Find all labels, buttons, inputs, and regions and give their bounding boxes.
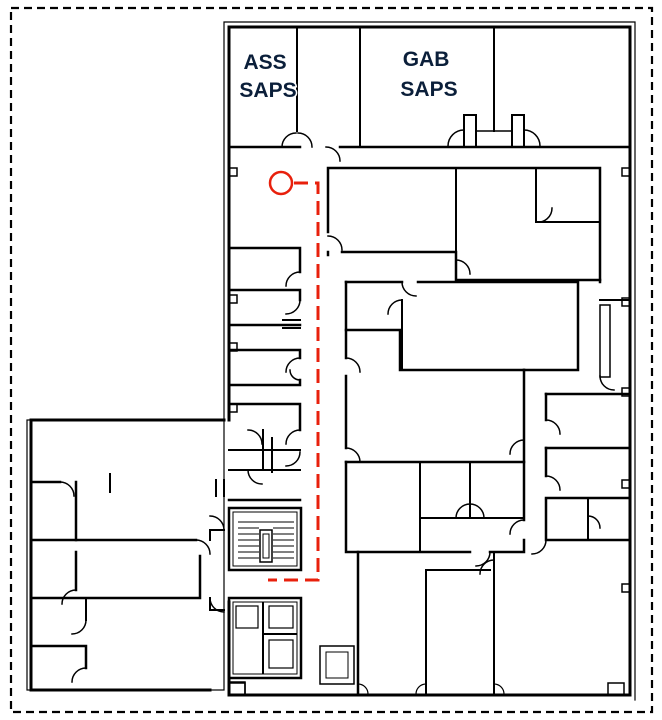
stairwell (227, 506, 303, 572)
route (268, 170, 320, 582)
room-label-gab-saps: GAB SAPS (400, 48, 457, 101)
exterior-wall (227, 25, 632, 697)
main-building (223, 21, 636, 701)
site-boundary (9, 6, 654, 714)
left-annex (26, 418, 226, 692)
elevator-shafts (227, 596, 303, 696)
route-start-marker (268, 170, 294, 196)
room-label-ass-saps: ASS SAPS (239, 51, 296, 102)
route-path (268, 181, 320, 582)
